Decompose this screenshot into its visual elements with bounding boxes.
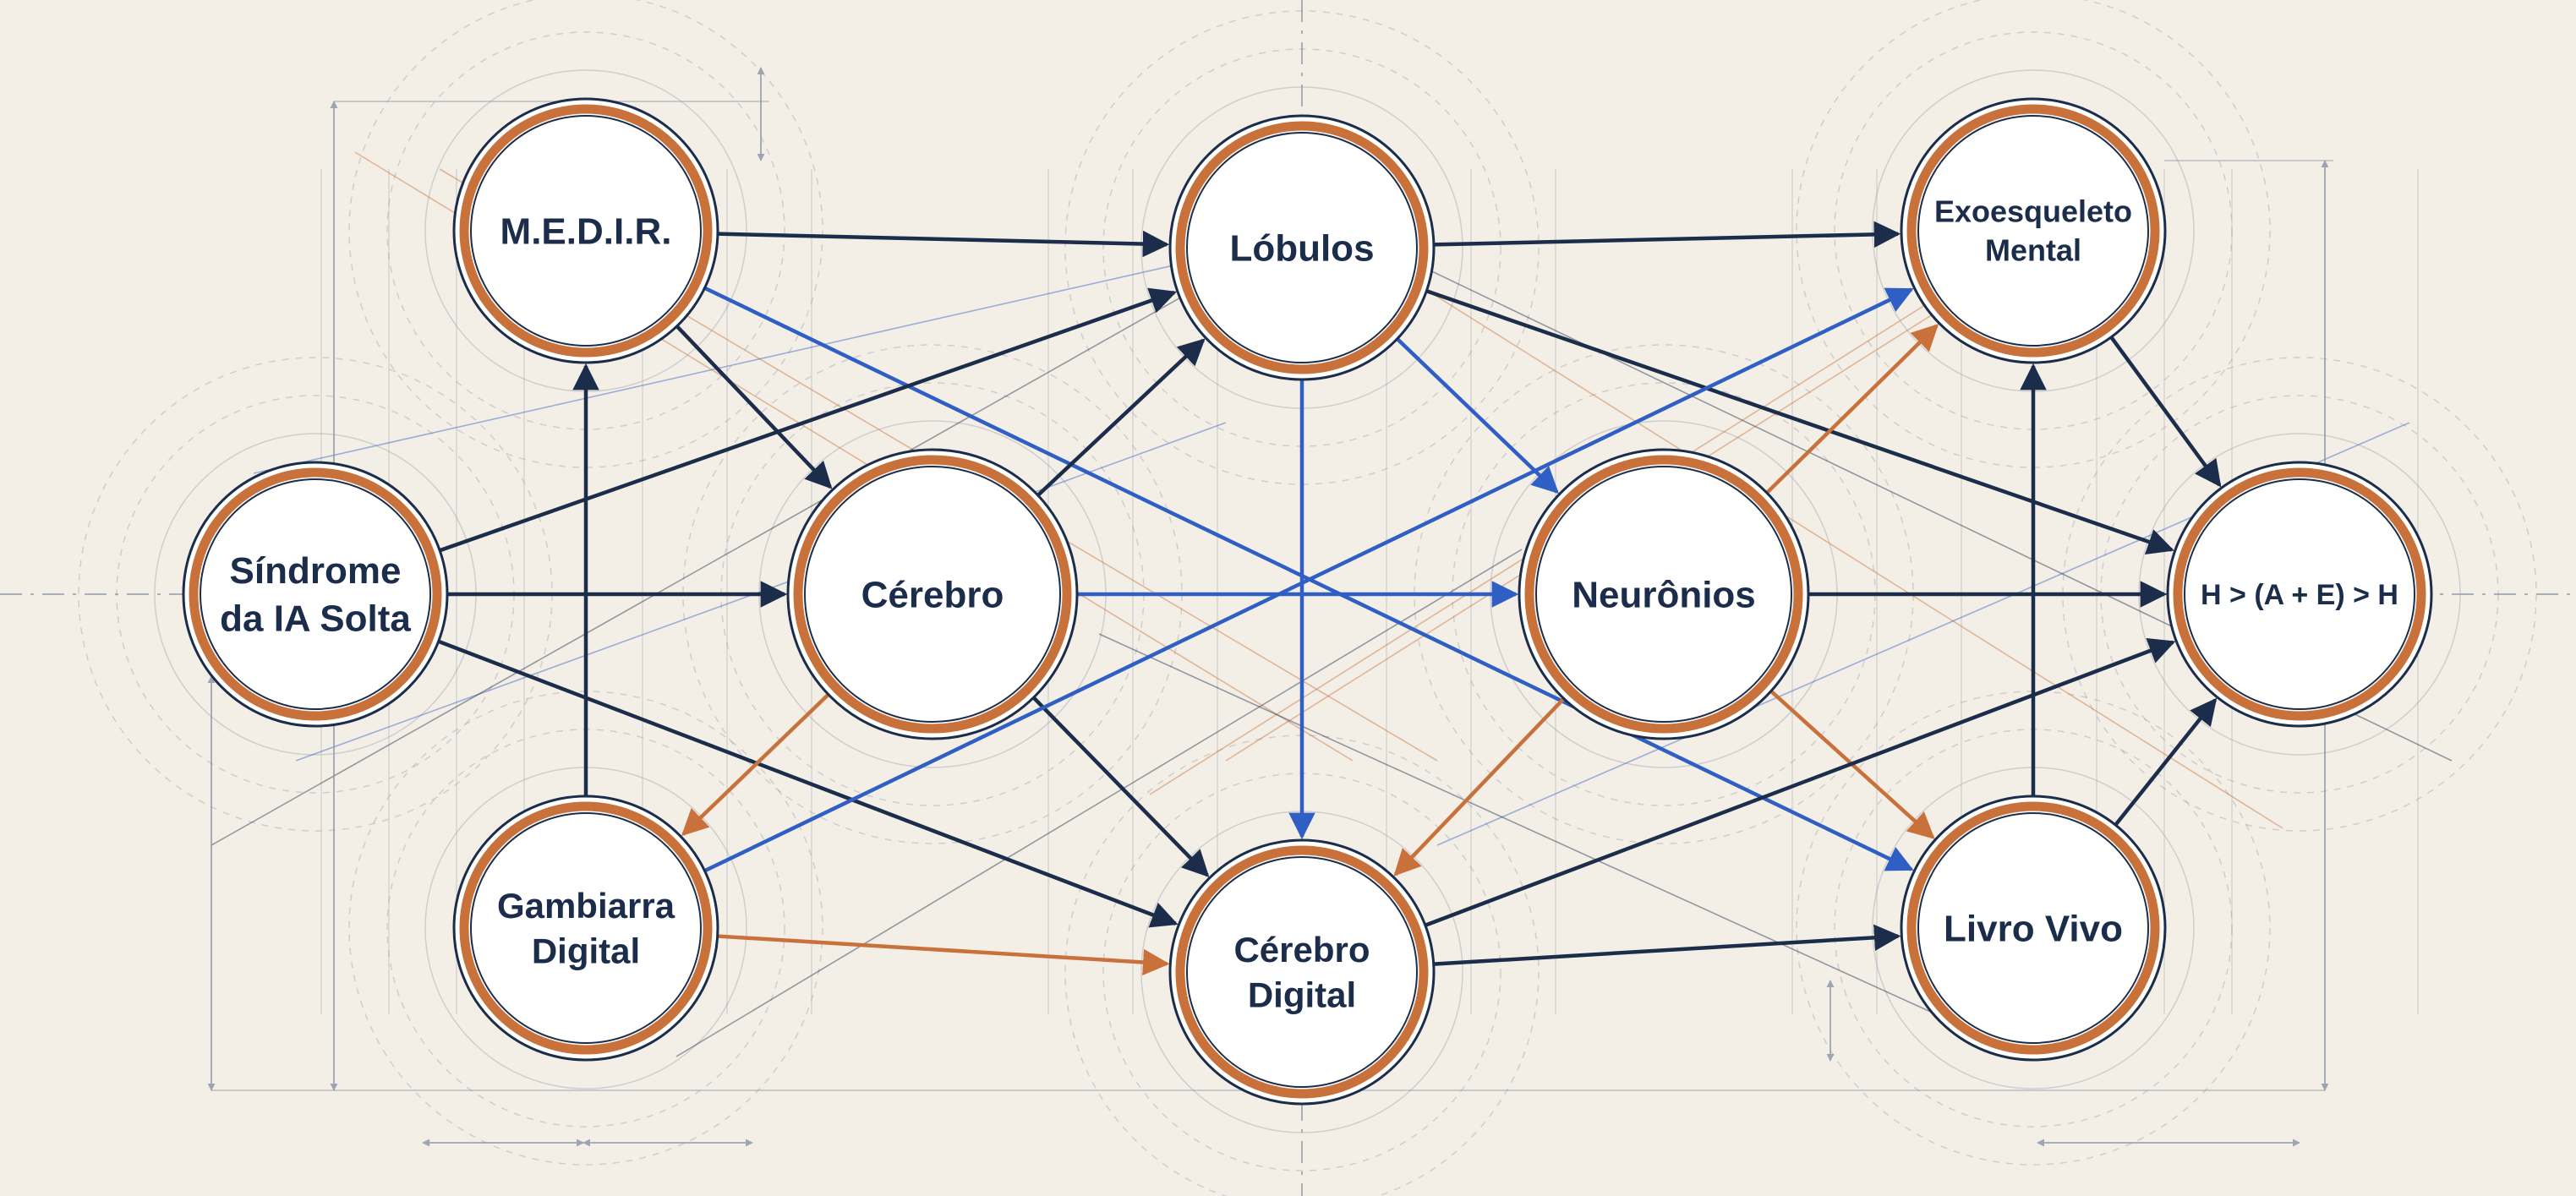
orbit-guide [2062, 357, 2537, 832]
arrow-cerebro_digital-to-formula [1425, 637, 2176, 927]
node-label-sindrome: da IA Solta [220, 598, 411, 640]
node-livro-vivo: Livro Vivo [1900, 795, 2167, 1062]
diagonal-guide-line [675, 549, 1523, 1057]
arrow-neuronios-to-cerebro_digital [1393, 696, 1566, 877]
node-label-neuronios: Neurônios [1572, 574, 1756, 615]
node-inner-ring [1917, 812, 2149, 1044]
diagonal-guide-line [253, 253, 1227, 474]
node-inner-ring [1186, 132, 1418, 363]
node-neuronios: Neurônios [1518, 448, 1810, 740]
arrow-neuronios-to-exoesqueleto [1765, 324, 1939, 494]
node-inner-ring [200, 478, 431, 710]
arrow-sindrome-to-cerebro_digital [437, 639, 1179, 928]
node-label-gambiarra: Gambiarra [497, 886, 675, 926]
node-label-cerebro-digital: Cérebro [1233, 930, 1370, 969]
arrow-medir-to-lobulos [717, 230, 1170, 258]
arrow-lobulos-to-neuronios [1396, 337, 1559, 494]
node-medir: M.E.D.I.R. [452, 97, 719, 364]
arrow-exoesqueleto-to-formula [2109, 336, 2222, 488]
node-inner-ring [1186, 856, 1418, 1088]
arrow-sindrome-to-lobulos [439, 287, 1178, 553]
arrow-cerebro_digital-to-livro_vivo [1433, 924, 1901, 966]
arrow-cerebro-to-cerebro_digital [1031, 696, 1210, 877]
arrow-cerebro-to-lobulos [1036, 338, 1206, 497]
node-inner-ring [1535, 466, 1792, 723]
arrow-medir-to-cerebro [675, 325, 833, 489]
diagonal-guide-line [211, 295, 1184, 846]
node-inner-ring [470, 812, 702, 1044]
node-label-sindrome: Síndrome [230, 550, 402, 592]
arrow-lobulos-to-formula [1425, 289, 2174, 555]
node-label-lobulos: Lóbulos [1229, 227, 1374, 269]
connection-arrows [437, 221, 2222, 976]
diagonal-guide-line [1098, 633, 2030, 1057]
arrow-gambiarra-to-cerebro_digital [717, 934, 1170, 976]
concept-nodes: M.E.D.I.R. Lóbulos ExoesqueletoMentalSíndr… [182, 97, 2433, 1106]
node-label-exoesqueleto: Mental [1985, 233, 2081, 268]
node-label-gambiarra: Digital [532, 931, 640, 971]
arrow-gambiarra-to-exoesqueleto [703, 287, 1914, 873]
node-label-exoesqueleto: Exoesqueleto [1934, 194, 2132, 229]
node-label-medir: M.E.D.I.R. [500, 210, 672, 252]
node-lobulos: Lóbulos [1168, 114, 1436, 381]
node-label-cerebro: Cérebro [861, 574, 1004, 615]
node-inner-ring [804, 466, 1061, 723]
node-formula: H > (A + E) > H [2166, 461, 2433, 728]
node-cerebro: Cérebro [786, 448, 1079, 740]
arrow-livro_vivo-to-formula [2114, 697, 2218, 827]
node-label-cerebro-digital: Digital [1248, 975, 1356, 1015]
node-sindrome: Síndrome da IA Solta [182, 461, 449, 728]
node-inner-ring [1917, 115, 2149, 347]
arrow-cerebro-to-gambiarra [681, 693, 830, 837]
node-label-livro-vivo: Livro Vivo [1944, 908, 2123, 949]
node-inner-ring [470, 115, 702, 347]
node-label-formula: H > (A + E) > H [2201, 579, 2398, 611]
arrow-lobulos-to-exoesqueleto [1433, 221, 1901, 248]
node-inner-ring [2184, 478, 2415, 710]
